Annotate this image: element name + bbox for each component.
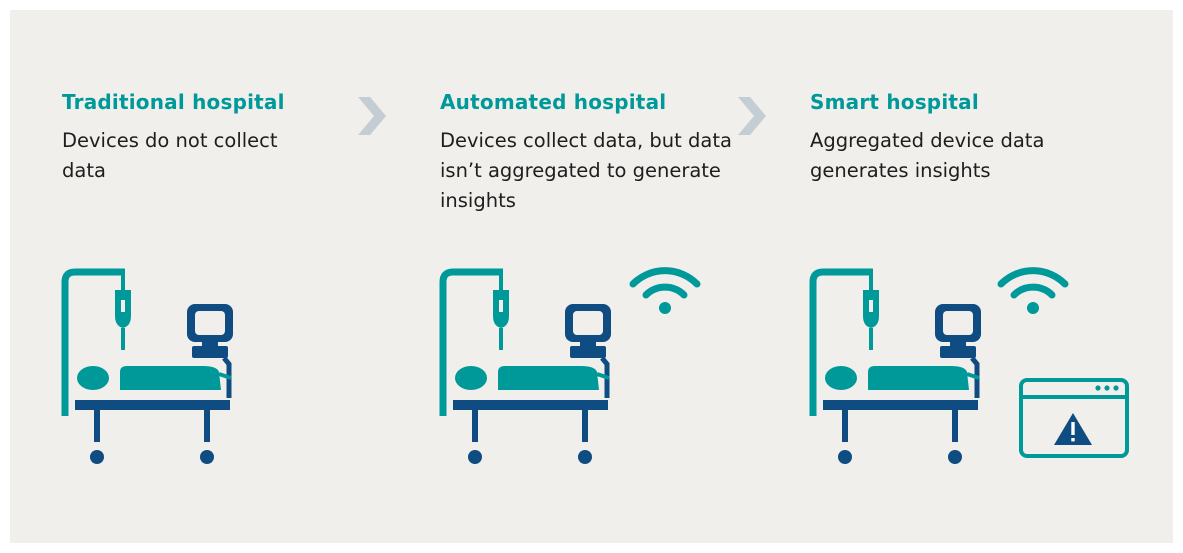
stage-description: Devices do not collect data [62,129,278,182]
stage-traditional: Traditional hospital Devices do not coll… [62,90,372,186]
alert-window-icon [1019,378,1129,458]
chevron-right-icon [358,97,386,135]
stage-title: Traditional hospital [62,90,285,114]
wifi-icon [997,267,1069,314]
stage-smart: Smart hospital Aggregated device data ge… [810,90,1120,186]
hospital-bed-icon [61,268,233,464]
stage-description: Devices collect data, but data isn’t agg… [440,129,732,212]
stage-title: Automated hospital [440,90,667,114]
stage-description: Aggregated device data generates insight… [810,129,1045,182]
hospital-bed-icon [809,268,981,464]
hospital-bed-icon [439,268,611,464]
stage-automated: Automated hospital Devices collect data,… [440,90,750,216]
stage-title: Smart hospital [810,90,979,114]
chevron-right-icon [738,97,766,135]
wifi-icon [629,267,701,314]
